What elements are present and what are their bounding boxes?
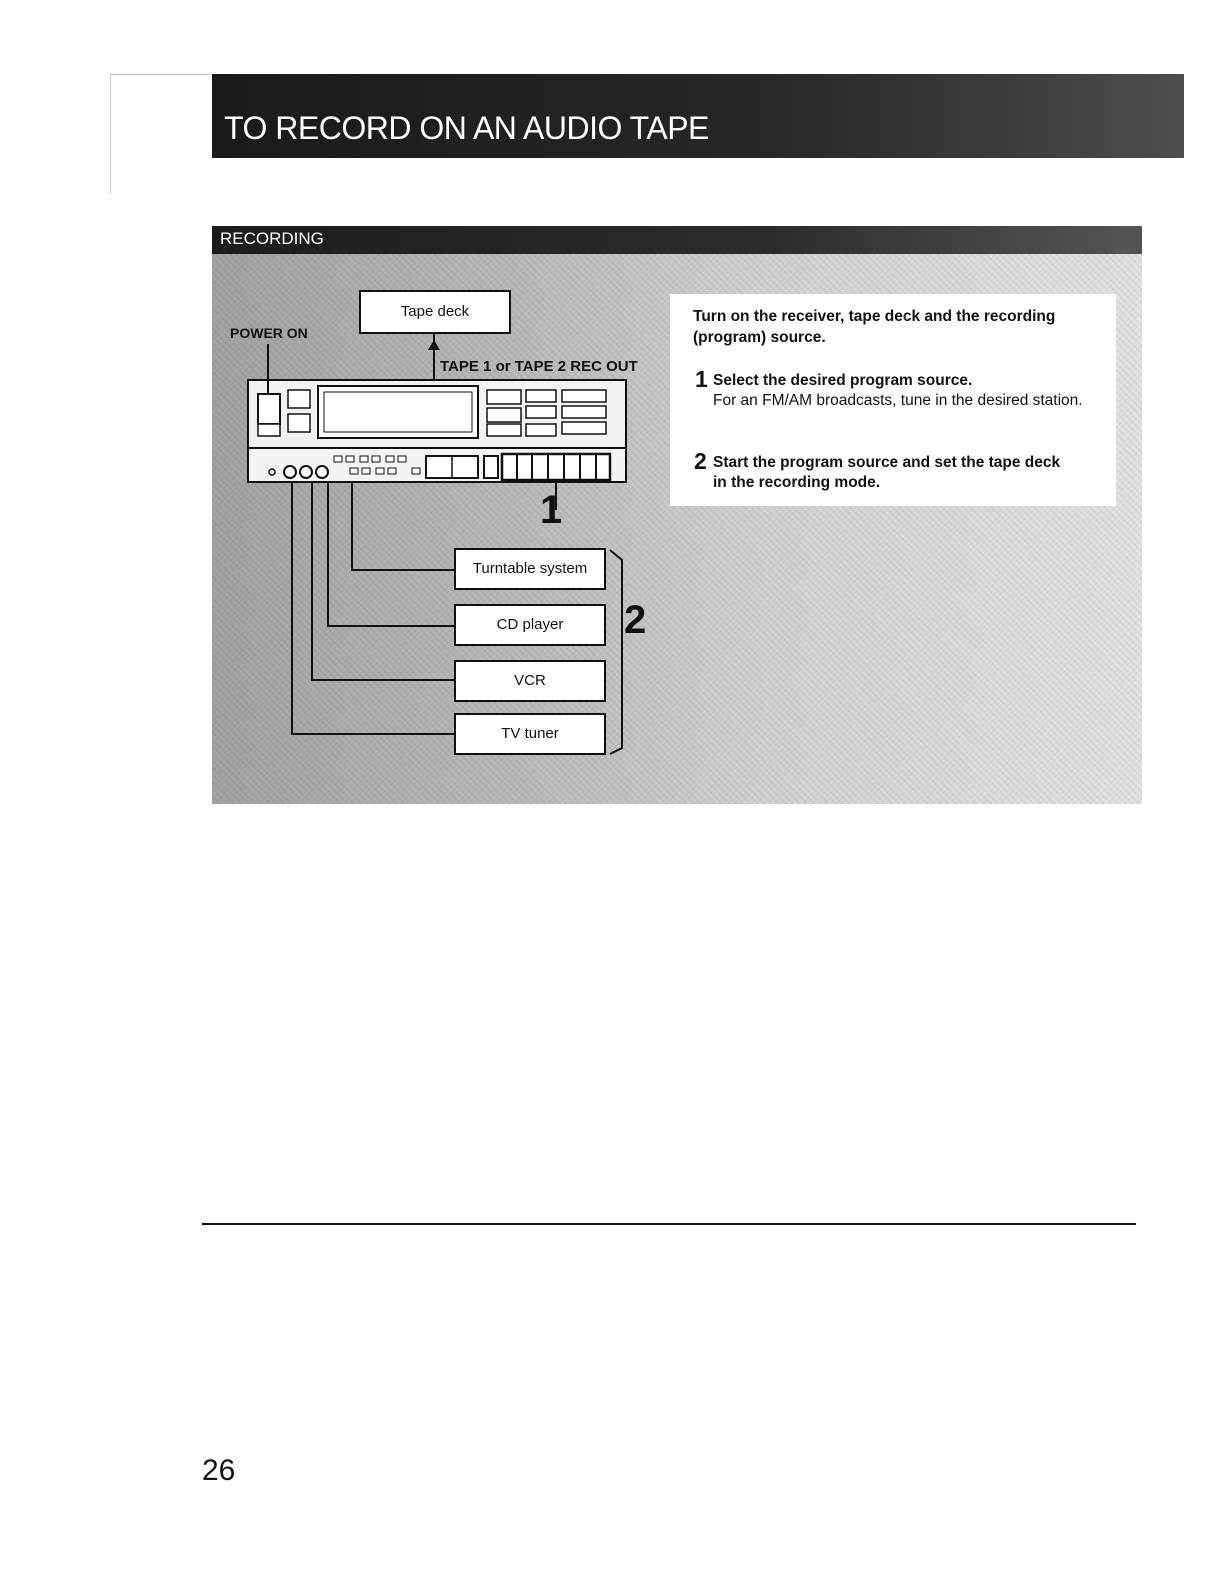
instruction-box	[670, 294, 1116, 506]
page-title: TO RECORD ON AN AUDIO TAPE	[224, 110, 709, 146]
tape-deck-label-box: Tape deck	[359, 290, 511, 334]
source-label: CD player	[496, 616, 564, 633]
source-box-cd-player: CD player	[454, 604, 606, 646]
margin-vertical-rule	[110, 74, 111, 194]
source-label: TV tuner	[501, 725, 559, 742]
header-bar	[212, 74, 1184, 158]
page-number: 26	[202, 1454, 236, 1487]
source-label: Turntable system	[472, 560, 588, 577]
section-label: RECORDING	[220, 229, 324, 248]
step-1-body: For an FM/AM broadcasts, tune in the des…	[713, 392, 1083, 409]
tape-deck-label: Tape deck	[400, 303, 470, 320]
receiver-diagram	[247, 332, 627, 755]
source-box-tv-tuner: TV tuner	[454, 713, 606, 755]
step-2-heading: Start the program source and set the tap…	[713, 454, 1061, 471]
callout-step-1: 1	[540, 488, 563, 532]
step-2-number: 2	[694, 448, 707, 474]
bottom-rule	[202, 1223, 1136, 1225]
source-box-vcr: VCR	[454, 660, 606, 702]
tape-rec-out-label: TAPE 1 or TAPE 2 REC OUT	[440, 358, 638, 375]
source-label: VCR	[514, 672, 546, 689]
source-box-turntable: Turntable system	[454, 548, 606, 590]
intro-text: Turn on the receiver, tape deck and the …	[693, 308, 1056, 346]
step-1-heading: Select the desired program source.	[713, 372, 973, 389]
input-selector-buttons	[500, 452, 612, 482]
margin-rule	[110, 74, 210, 75]
section-bar	[212, 226, 1142, 254]
step-1-number: 1	[695, 366, 708, 392]
power-on-label: POWER ON	[230, 325, 308, 341]
step-2-heading-cont: in the recording mode.	[713, 474, 881, 491]
receiver-power-button	[257, 393, 281, 425]
callout-step-2: 2	[624, 598, 647, 642]
